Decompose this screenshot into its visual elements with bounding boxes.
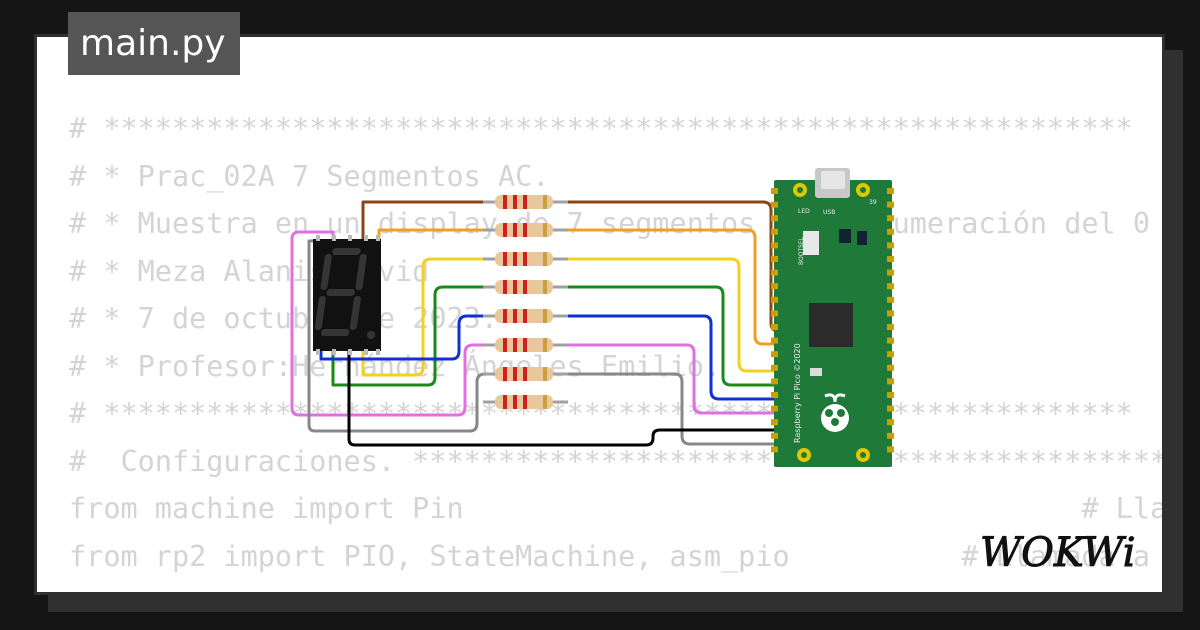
- pico-pin: [771, 256, 778, 262]
- file-name: main.py: [80, 23, 226, 64]
- pico-pin: [771, 432, 778, 439]
- pico-pin: [887, 215, 894, 222]
- code-line: # **************************************…: [69, 397, 1133, 430]
- pico-pin: [771, 228, 778, 235]
- pin-number-label: 39: [869, 199, 877, 206]
- pico-pin: [771, 405, 778, 412]
- pico-pin: [771, 242, 778, 249]
- pico-pin: [771, 337, 778, 344]
- resistor: [483, 195, 568, 209]
- led-label: LED: [798, 208, 810, 215]
- bootsel-label: BOOTSEL: [798, 236, 805, 265]
- pico-pin: [771, 283, 778, 290]
- resistor: [483, 223, 568, 237]
- pico-pin: [887, 419, 894, 426]
- pico-pin: [887, 242, 894, 249]
- pico-pin: [771, 351, 778, 358]
- pico-pin: [887, 378, 894, 385]
- resistor: [483, 367, 568, 381]
- code-line: from rp2 import PIO, StateMachine, asm_p…: [69, 539, 1150, 573]
- pico-pin: [771, 201, 778, 208]
- circuit-diagram: LED USB 39 BOOTSEL Raspberry Pi Pico ©20…: [290, 168, 894, 467]
- pico-pin: [771, 446, 778, 453]
- wire-orange: [377, 228, 783, 346]
- usb-label: USB: [823, 209, 835, 216]
- raspberry-logo-icon: [821, 393, 849, 432]
- pico-pin: [887, 324, 894, 330]
- pico-pin: [887, 228, 894, 235]
- wire-brown: [361, 200, 783, 333]
- pico-pin: [887, 432, 894, 439]
- pico-pin: [771, 364, 778, 371]
- resistor: [483, 280, 568, 294]
- code-preview: # **************************************…: [69, 105, 1165, 592]
- wire-blue: [319, 314, 783, 401]
- pico-pin: [887, 269, 894, 276]
- board-name-label: Raspberry Pi Pico ©2020: [793, 343, 802, 443]
- pico-pin: [771, 296, 778, 303]
- pico-pin: [887, 392, 894, 398]
- pico-pin: [887, 337, 894, 344]
- wokwi-logo: WOKWi: [980, 530, 1137, 575]
- pico-board: LED USB 39 BOOTSEL Raspberry Pi Pico ©20…: [771, 168, 894, 467]
- wire-gray: [307, 239, 783, 446]
- pico-pin: [887, 188, 894, 194]
- pico-pin: [887, 296, 894, 303]
- seven-segment-display: [313, 235, 381, 355]
- pico-pin: [771, 324, 778, 330]
- pico-pin: [771, 419, 778, 426]
- pico-pin: [887, 364, 894, 371]
- pico-pin: [887, 405, 894, 412]
- pico-pin: [887, 446, 894, 453]
- wire-green: [331, 285, 783, 387]
- project-card: # **************************************…: [34, 34, 1165, 595]
- brand-logo-text: WOKWi: [980, 530, 1136, 574]
- code-line: from machine import Pin # Llamada a la l…: [69, 492, 1165, 525]
- pico-pin: [771, 378, 778, 385]
- code-line: # * Prac_02A 7 Segmentos AC.: [69, 159, 550, 193]
- pico-pin: [887, 351, 894, 358]
- pico-pin: [771, 310, 778, 317]
- pico-pin: [887, 283, 894, 290]
- pico-pin: [887, 201, 894, 208]
- resistor: [483, 395, 568, 409]
- file-tab[interactable]: main.py: [68, 12, 240, 75]
- resistor: [483, 338, 568, 352]
- wire-yellow: [361, 257, 783, 377]
- code-line: # **************************************…: [69, 112, 1133, 145]
- pico-pin: [771, 188, 778, 194]
- pico-pin: [771, 269, 778, 276]
- wire-pink: [290, 230, 783, 417]
- pico-pin: [887, 256, 894, 262]
- resistor: [483, 309, 568, 323]
- pico-pin: [887, 310, 894, 317]
- pico-pin: [771, 215, 778, 222]
- wire-black: [347, 349, 783, 447]
- resistor: [483, 252, 568, 266]
- resistor-bank: [483, 195, 568, 409]
- pico-pin: [771, 392, 778, 398]
